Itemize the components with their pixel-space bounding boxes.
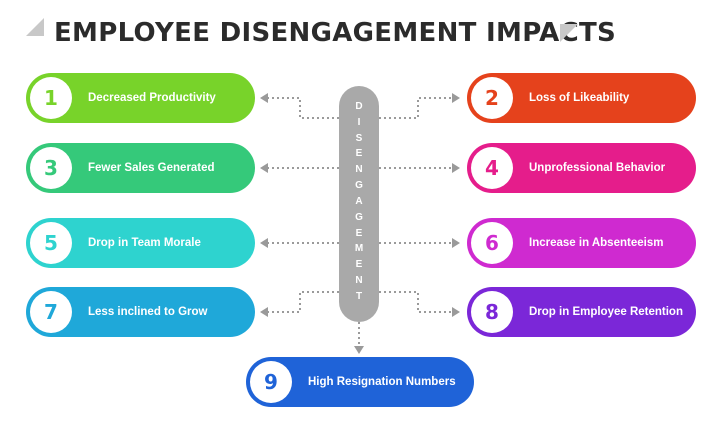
arrow-2: [452, 93, 460, 103]
impact-number: 9: [250, 361, 292, 403]
center-label-letter: T: [355, 290, 363, 302]
impact-number: 1: [30, 77, 72, 119]
arrow-5: [260, 238, 268, 248]
impact-label: High Resignation Numbers: [308, 376, 456, 388]
center-label-letter: N: [355, 164, 363, 176]
impact-label: Unprofessional Behavior: [529, 162, 666, 174]
connector-7: [268, 291, 339, 313]
impact-label: Fewer Sales Generated: [88, 162, 215, 174]
impact-2: 2 Loss of Likeability: [467, 73, 696, 123]
impact-8: 8 Drop in Employee Retention: [467, 287, 696, 337]
title-left-triangle: [26, 18, 44, 36]
center-label-letter: E: [355, 148, 363, 160]
impact-number: 3: [30, 147, 72, 189]
page-title: EMPLOYEE DISENGAGEMENT IMPACTS: [54, 18, 617, 48]
arrow-7: [260, 307, 268, 317]
impact-label: Drop in Team Morale: [88, 237, 201, 249]
title-banner: EMPLOYEE DISENGAGEMENT IMPACTS: [0, 12, 720, 60]
center-label-letter: A: [355, 195, 363, 207]
impact-9: 9 High Resignation Numbers: [246, 357, 474, 407]
connector-2: [379, 97, 452, 119]
arrow-8: [452, 307, 460, 317]
impact-4: 4 Unprofessional Behavior: [467, 143, 696, 193]
impact-label: Less inclined to Grow: [88, 306, 208, 318]
arrow-6: [452, 238, 460, 248]
connector-8: [379, 291, 452, 313]
impact-label: Drop in Employee Retention: [529, 306, 683, 318]
center-label-letter: E: [355, 259, 363, 271]
impact-7: 7 Less inclined to Grow: [26, 287, 255, 337]
impact-number: 5: [30, 222, 72, 264]
impact-number: 2: [471, 77, 513, 119]
title-right-triangle: [560, 24, 578, 42]
impact-5: 5 Drop in Team Morale: [26, 218, 255, 268]
center-label-letter: S: [355, 132, 363, 144]
center-label-letter: D: [355, 101, 363, 112]
center-label-letter: M: [354, 243, 364, 255]
impact-1: 1 Decreased Productivity: [26, 73, 255, 123]
impact-number: 8: [471, 291, 513, 333]
arrow-4: [452, 163, 460, 173]
center-label-letter: G: [355, 180, 363, 192]
center-label-letter: E: [355, 227, 363, 239]
center-label-letter: N: [355, 275, 363, 287]
impact-label: Decreased Productivity: [88, 92, 216, 104]
center-bar: [339, 86, 379, 322]
impact-number: 7: [30, 291, 72, 333]
impact-number: 6: [471, 222, 513, 264]
impact-label: Increase in Absenteeism: [529, 237, 664, 249]
arrow-9: [354, 346, 364, 354]
connector-1: [268, 97, 339, 119]
center-label-letter: I: [357, 116, 361, 128]
arrow-1: [260, 93, 268, 103]
impact-number: 4: [471, 147, 513, 189]
arrow-3: [260, 163, 268, 173]
impact-6: 6 Increase in Absenteeism: [467, 218, 696, 268]
impact-label: Loss of Likeability: [529, 92, 630, 104]
center-label-letter: G: [355, 211, 363, 223]
impact-3: 3 Fewer Sales Generated: [26, 143, 255, 193]
